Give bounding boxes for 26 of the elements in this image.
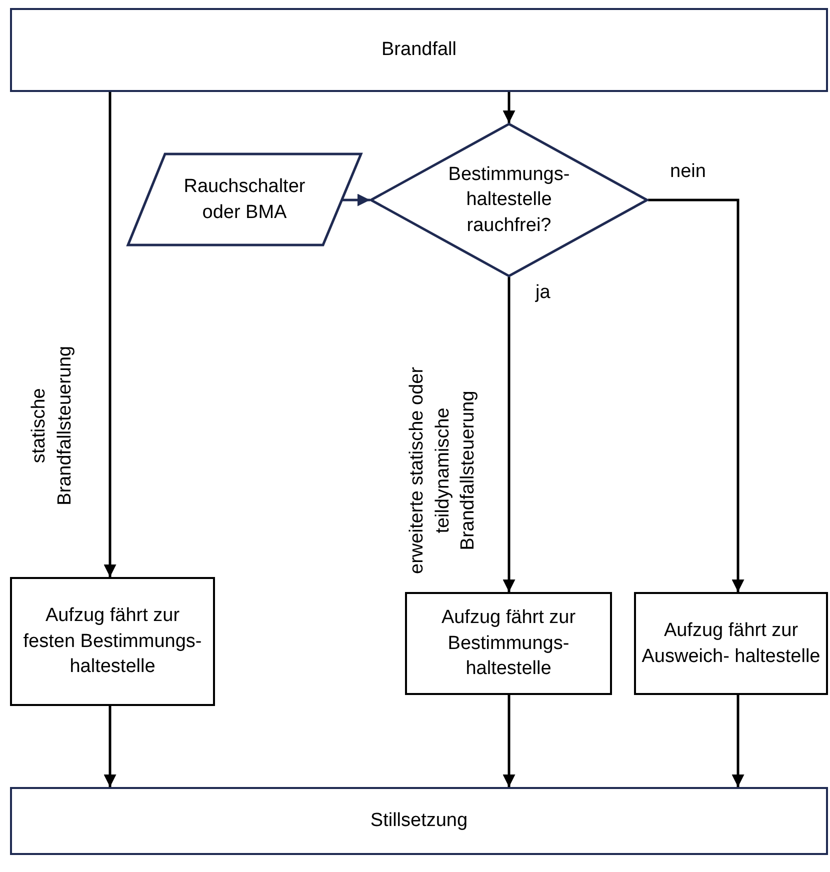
node-text: Aufzug fährt zur Ausweich- haltestelle bbox=[640, 618, 822, 668]
branch-label: erweiterte statische oder teildynamische Brandfallsteuerung bbox=[406, 365, 480, 575]
node-text: Rauchschalter oder BMA bbox=[182, 174, 306, 224]
arrow bbox=[648, 198, 744, 592]
node-text: Stillsetzung bbox=[370, 809, 468, 834]
edge-label: nein bbox=[670, 160, 706, 184]
decision-diamond bbox=[370, 123, 648, 277]
arrow bbox=[104, 706, 116, 787]
arrow bbox=[502, 92, 516, 123]
start-box bbox=[10, 8, 828, 92]
node-text: Aufzug fährt zur Bestimmungs- haltestelle bbox=[440, 606, 577, 682]
edge-label: statische Brandfallsteuerung bbox=[27, 344, 76, 507]
node-text: Aufzug fährt zur festen Bestimmungs- haltestelle bbox=[22, 604, 203, 680]
arrow bbox=[104, 92, 116, 577]
arrow bbox=[502, 695, 516, 787]
node-text: Bestimmungs- haltestelle rauchfrei? bbox=[447, 162, 571, 238]
process-box bbox=[634, 592, 828, 695]
edge-label: ja bbox=[536, 281, 550, 305]
node-text: Brandfall bbox=[382, 38, 456, 62]
arrow bbox=[342, 194, 370, 206]
process-box bbox=[10, 577, 215, 706]
arrow bbox=[732, 695, 744, 787]
input-parallelogram bbox=[127, 153, 362, 246]
arrow bbox=[502, 277, 516, 592]
process-box bbox=[405, 592, 612, 695]
end-box bbox=[10, 787, 828, 855]
